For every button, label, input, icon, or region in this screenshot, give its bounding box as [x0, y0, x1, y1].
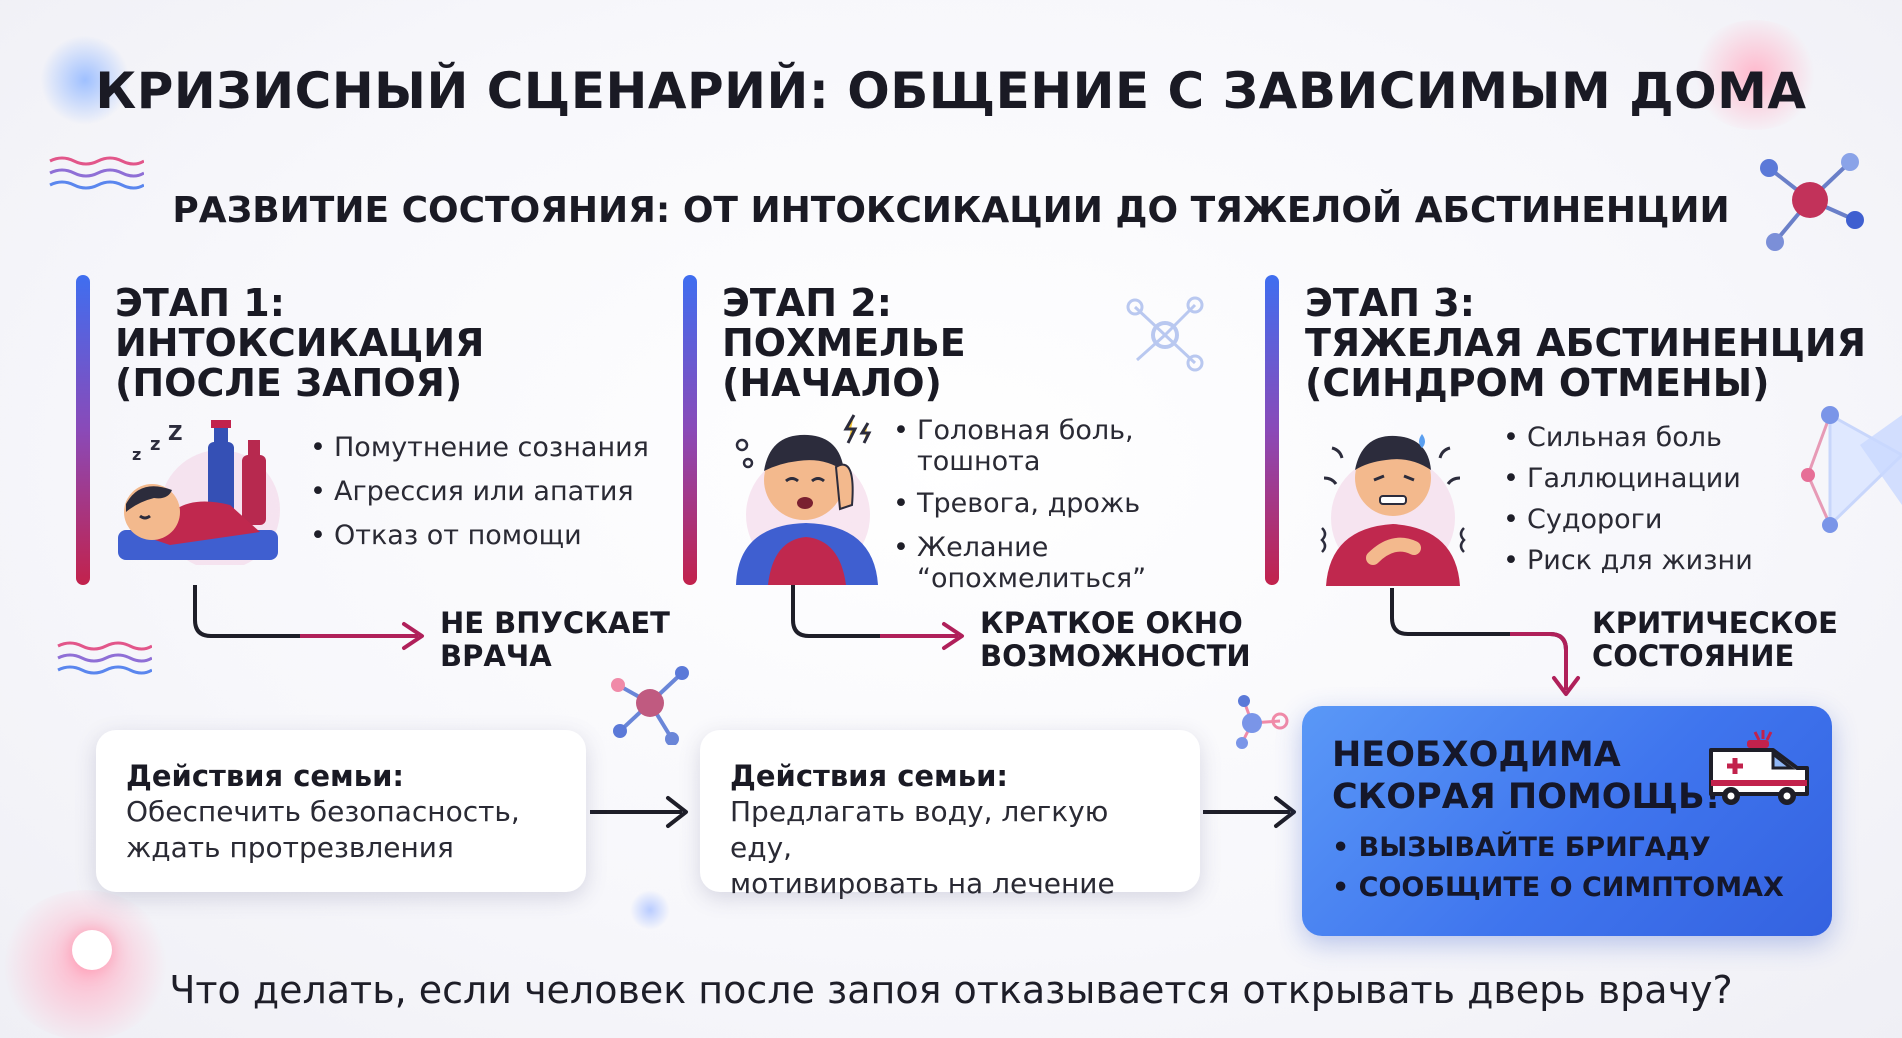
stage-3-outcome: КРИТИЧЕСКОЕ СОСТОЯНИЕ: [1592, 606, 1838, 673]
stage-1-outcome-arrow: [193, 585, 418, 638]
list-item: Отказ от помощи: [310, 520, 649, 551]
decor-dot-bottom-left: [72, 930, 112, 970]
family-action-card-1: Действия семьи: Обеспечить безопасность,…: [96, 730, 586, 892]
stage-2-accent-bar: [683, 275, 697, 585]
stage-2-name-line1: ПОХМЕЛЬЕ: [722, 321, 966, 365]
list-item: Риск для жизни: [1503, 545, 1753, 576]
stage-3-outcome-arrow: [1390, 588, 1568, 690]
list-item: Судороги: [1503, 504, 1753, 535]
sleeping-drunk-person-icon: z z Z: [118, 420, 280, 565]
stage-2-heading: ЭТАП 2: ПОХМЕЛЬЕ (НАЧАЛО): [722, 283, 966, 403]
wave-decor-icon: [49, 156, 144, 190]
molecule-decor-icon: [1760, 153, 1864, 251]
svg-text:Z: Z: [168, 421, 183, 445]
stage-1-outcome: НЕ ВПУСКАЕТ ВРАЧА: [440, 606, 670, 673]
stage-3-label: ЭТАП 3:: [1305, 281, 1475, 325]
molecule-decor-icon: [1126, 296, 1204, 372]
list-item: Агрессия или апатия: [310, 476, 649, 507]
stage-3-symptom-list: Сильная боль Галлюцинации Судороги Риск …: [1503, 422, 1753, 586]
stage-2-name-line2: (НАЧАЛО): [722, 361, 942, 405]
stage-3-name-line1: ТЯЖЕЛАЯ АБСТИНЕНЦИЯ: [1305, 321, 1866, 365]
wave-decor-icon: [57, 641, 152, 675]
emergency-item: • ВЫЗЫВАЙТЕ БРИГАДУ: [1332, 832, 1711, 863]
family-action-card-2: Действия семьи: Предлагать воду, легкую …: [700, 730, 1200, 900]
molecule-decor-icon: [1236, 695, 1289, 749]
stage-1-name-line1: ИНТОКСИКАЦИЯ: [115, 321, 485, 365]
list-item: Сильная боль: [1503, 422, 1753, 453]
stage-2-outcome: КРАТКОЕ ОКНО ВОЗМОЖНОСТИ: [980, 606, 1251, 673]
page-subtitle: РАЗВИТИЕ СОСТОЯНИЯ: ОТ ИНТОКСИКАЦИИ ДО Т…: [172, 190, 1730, 231]
card-text: мотивировать на лечение: [730, 867, 1115, 900]
molecule-decor-icon: [611, 666, 689, 745]
ambulance-icon: [1709, 730, 1809, 805]
emergency-item: • СООБЩИТЕ О СИМПТОМАХ: [1332, 872, 1784, 903]
list-item: Тревога, дрожь: [893, 488, 1146, 519]
stage-3-heading: ЭТАП 3: ТЯЖЕЛАЯ АБСТИНЕНЦИЯ (СИНДРОМ ОТМ…: [1305, 283, 1866, 403]
stage-1-label: ЭТАП 1:: [115, 281, 285, 325]
stage-1-accent-bar: [76, 275, 90, 585]
stage-3-accent-bar: [1265, 275, 1279, 585]
emergency-title: НЕОБХОДИМА СКОРАЯ ПОМОЩЬ!: [1332, 735, 1721, 817]
stage-2-label: ЭТАП 2:: [722, 281, 892, 325]
card-text: Предлагать воду, легкую еду,: [730, 795, 1109, 864]
page-title: КРИЗИСНЫЙ СЦЕНАРИЙ: ОБЩЕНИЕ С ЗАВИСИМЫМ …: [95, 62, 1807, 120]
stage-1-name-line2: (ПОСЛЕ ЗАПОЯ): [115, 361, 463, 405]
stage-2-outcome-arrow: [791, 585, 958, 638]
card-heading: Действия семьи:: [730, 759, 1009, 793]
list-item: Желание“опохмелиться”: [893, 532, 1146, 594]
card-text: ждать протрезвления: [126, 831, 454, 864]
emergency-callout: НЕОБХОДИМА СКОРАЯ ПОМОЩЬ! • ВЫЗЫВАЙТЕ БР…: [1302, 706, 1832, 936]
list-item: Помутнение сознания: [310, 432, 649, 463]
decor-blob-center: [630, 890, 670, 930]
decor-blob-top-right: [1690, 20, 1820, 130]
headache-person-icon: [735, 414, 878, 585]
bottom-question: Что делать, если человек после запоя отк…: [169, 968, 1733, 1012]
stage-1-symptom-list: Помутнение сознания Агрессия или апатия …: [310, 432, 649, 564]
card-heading: Действия семьи:: [126, 759, 405, 793]
list-item: Головная боль,тошнота: [893, 415, 1146, 477]
stage-3-name-line2: (СИНДРОМ ОТМЕНЫ): [1305, 361, 1770, 405]
list-item: Галлюцинации: [1503, 463, 1753, 494]
svg-text:z: z: [132, 445, 141, 464]
stage-1-heading: ЭТАП 1: ИНТОКСИКАЦИЯ (ПОСЛЕ ЗАПОЯ): [115, 283, 484, 403]
svg-text:z: z: [150, 434, 160, 455]
card-text: Обеспечить безопасность,: [126, 795, 520, 828]
decor-blob-top-left: [40, 35, 130, 125]
stage-2-symptom-list: Головная боль,тошнота Тревога, дрожь Жел…: [893, 415, 1146, 607]
network-decor-icon: [1801, 406, 1902, 533]
emergency-instructions: • ВЫЗЫВАЙТЕ БРИГАДУ • СООБЩИТЕ О СИМПТОМ…: [1332, 828, 1784, 908]
suffering-person-icon: [1320, 434, 1466, 586]
